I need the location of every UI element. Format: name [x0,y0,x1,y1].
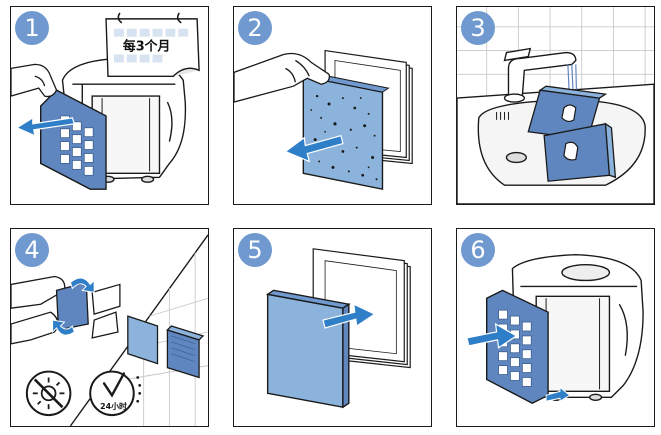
step-5-panel: 5 [233,228,432,427]
step-2-illustration [234,49,413,190]
hand [234,52,330,103]
new-filter [265,289,351,409]
step-number-badge: 4 [15,233,49,267]
step-5-illustration [265,248,411,409]
faucet-icon [503,47,577,103]
step-number-badge: 2 [238,11,272,45]
step-3-illustration [457,7,654,204]
step-6-illustration [466,254,644,405]
step-4-illustration: 24小时 [11,234,208,426]
calendar-interval-label: 每3个月 [123,39,171,55]
dirt-particles [310,94,378,181]
clip-arrow-icon [545,386,571,403]
push-arrow-icon [466,322,518,349]
24-hour-dry-clock-icon: 24小时 [89,370,142,417]
calendar-icon: 每3个月 [105,12,200,77]
hand [11,63,58,98]
step-6-panel: 6 [456,228,655,427]
filter-frame [486,289,549,405]
no-direct-sunlight-icon [25,370,72,417]
pull-arrow-icon [15,116,76,137]
step-number-badge: 1 [15,11,49,45]
step-1-illustration: 每3个月 [11,12,200,190]
drying-filters [127,315,205,379]
pull-arrow-icon [284,134,344,163]
dry-time-label: 24小时 [100,401,127,411]
step-4-panel: 24小时 4 [10,228,209,427]
step-number-badge: 6 [461,233,495,267]
step-number-badge: 5 [238,233,272,267]
step-number-badge: 3 [461,11,495,45]
step-3-panel: 3 [456,6,655,205]
step-2-panel: 2 [233,6,432,205]
dirty-filter [302,71,390,190]
insert-arrow-icon [322,303,376,329]
hands-squeezing [11,275,121,345]
twist-arrow-icon [52,277,95,336]
step-1-panel: 每3个月 1 [10,6,209,205]
hands [561,104,579,161]
